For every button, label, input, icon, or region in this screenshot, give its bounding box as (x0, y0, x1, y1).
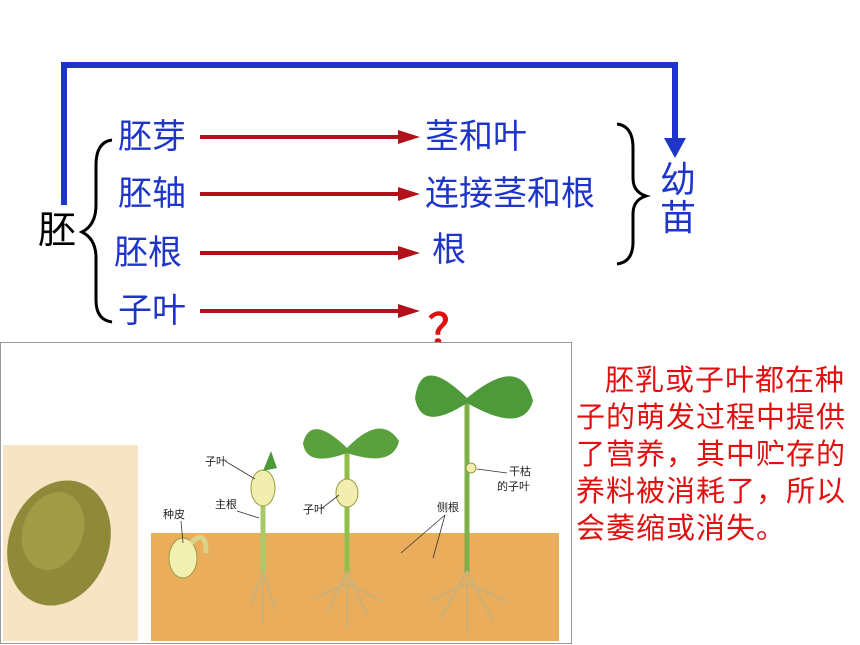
seedling-label: 幼 苗 (656, 162, 700, 238)
arrow-3 (200, 246, 420, 260)
result-connect: 连接茎和根 (425, 174, 595, 214)
result-stem-leaf: 茎和叶 (425, 117, 527, 157)
seedling-char-1: 幼 (659, 160, 696, 201)
germination-illustration: 子叶 种皮 主根 子叶 侧根 干枯 的子叶 (0, 342, 572, 644)
explanation-text: 胚乳或子叶都在种子的萌发过程中提供了营养，其中贮存的养料被消耗了，所以会萎缩或消… (576, 363, 847, 545)
arrow-2 (200, 187, 420, 201)
part-radicle: 胚根 (114, 233, 182, 273)
arrow-1 (200, 130, 420, 144)
label-withered-1: 干枯 (509, 464, 531, 478)
connector-arrow (61, 62, 686, 324)
embryo-label: 胚 (38, 208, 77, 252)
label-main-root: 主根 (215, 497, 237, 511)
arrow-4 (200, 304, 420, 318)
label-cotyledon-2: 子叶 (303, 503, 325, 516)
germination-svg: 子叶 种皮 主根 子叶 侧根 干枯 的子叶 (3, 375, 559, 641)
part-hypocotyl: 胚轴 (118, 174, 186, 214)
label-seed-coat: 种皮 (163, 507, 185, 521)
part-plumule: 胚芽 (118, 117, 186, 157)
label-lateral-root: 侧根 (437, 500, 459, 514)
left-brace (78, 138, 113, 324)
part-cotyledon: 子叶 (118, 291, 186, 331)
label-cotyledon-1: 子叶 (205, 455, 227, 468)
result-root: 根 (432, 230, 466, 270)
label-withered-2: 的子叶 (497, 479, 530, 493)
right-brace (616, 122, 652, 266)
seedling-char-2: 苗 (659, 198, 696, 239)
